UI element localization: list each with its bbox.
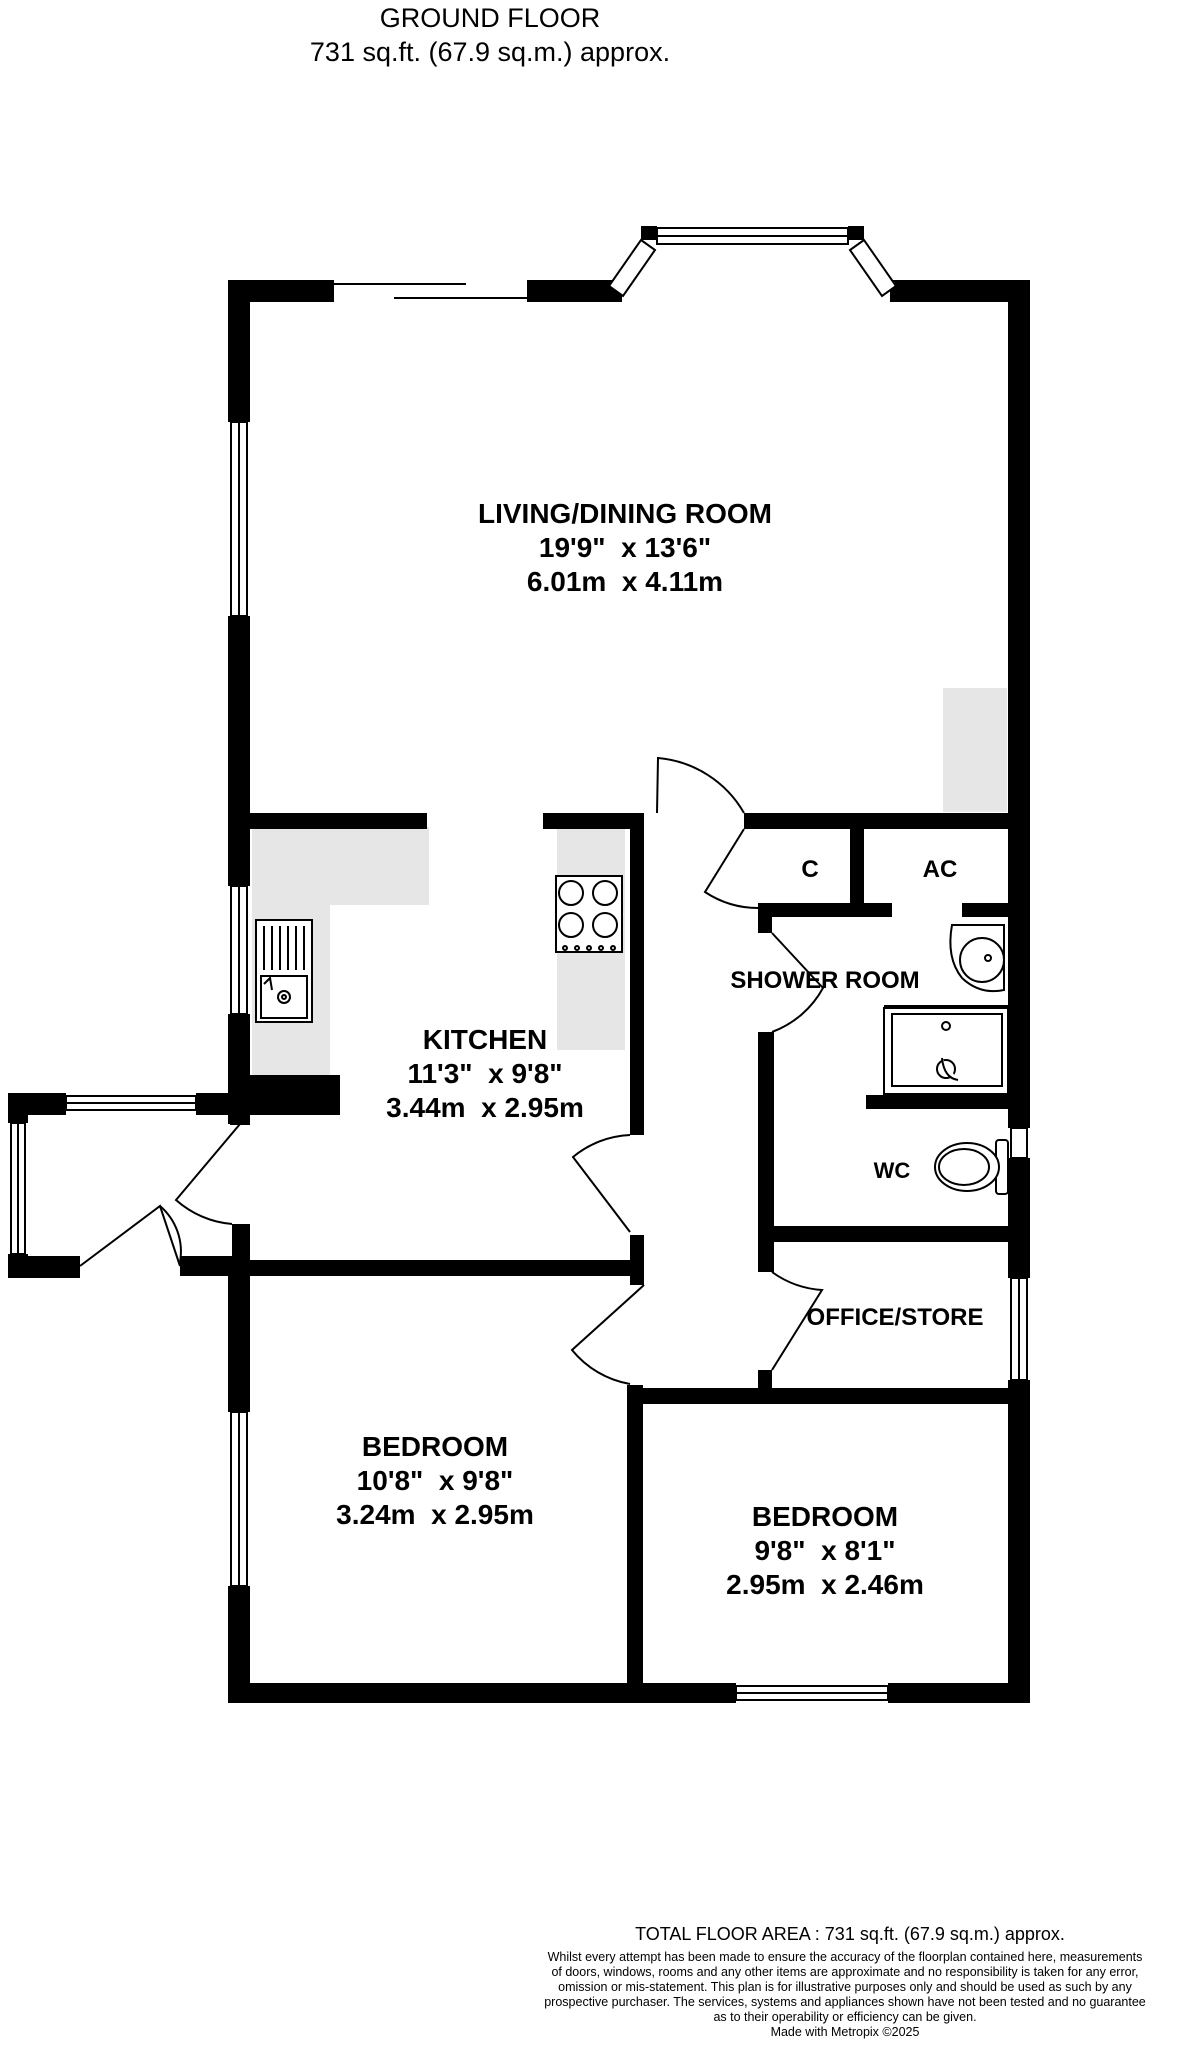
wall xyxy=(630,813,644,1135)
wall xyxy=(744,813,1030,829)
window xyxy=(1010,1127,1028,1159)
disclaimer-line: of doors, windows, rooms and any other i… xyxy=(551,1965,1139,1979)
wall xyxy=(228,1586,250,1703)
wall xyxy=(228,1256,250,1412)
wall xyxy=(250,1260,644,1276)
worktop-left-top xyxy=(252,827,429,905)
room-name: BEDROOM xyxy=(361,1431,509,1462)
floor-name: GROUND FLOOR xyxy=(379,3,601,33)
bay-corner xyxy=(641,226,657,240)
wall xyxy=(1008,1380,1030,1702)
room-name: KITCHEN xyxy=(422,1024,548,1055)
wall xyxy=(180,1256,232,1276)
wash-basin xyxy=(949,924,1005,993)
room-name: LIVING/DINING ROOM xyxy=(478,498,772,529)
floor-area: 731 sq.ft. (67.9 sq.m.) approx. xyxy=(309,37,671,67)
wall xyxy=(758,903,772,933)
wall xyxy=(250,1075,340,1115)
room-label-wc: WC xyxy=(873,1158,911,1183)
wall xyxy=(543,813,644,829)
room-imperial: 11'3" x 9'8" xyxy=(407,1058,563,1089)
wall xyxy=(890,280,1030,302)
bay-window-right xyxy=(848,238,898,298)
wall xyxy=(228,280,334,302)
wall xyxy=(758,1032,774,1272)
room-metric: 6.01m x 4.11m xyxy=(526,566,724,597)
room-label-office-store: OFFICE/STORE xyxy=(806,1304,984,1331)
wall xyxy=(1008,280,1030,1128)
wall xyxy=(8,1093,28,1123)
wall xyxy=(230,1095,250,1125)
room-label-bedroom-1: BEDROOM 10'8" x 9'8" 3.24m x 2.95m xyxy=(280,1430,590,1532)
door-swing xyxy=(79,1204,181,1267)
wall xyxy=(758,903,892,917)
room-label-shower-room: SHOWER ROOM xyxy=(730,967,920,994)
wall xyxy=(8,1256,80,1278)
wall xyxy=(850,813,864,905)
wall xyxy=(962,903,1010,917)
total-floor-area: TOTAL FLOOR AREA : 731 sq.ft. (67.9 sq.m… xyxy=(635,1924,1065,1944)
room-imperial: 9'8" x 8'1" xyxy=(754,1535,896,1566)
toilet xyxy=(934,1139,1009,1195)
wall xyxy=(250,813,427,829)
disclaimer: Whilst every attempt has been made to en… xyxy=(490,1950,1199,2040)
credit: Made with Metropix ©2025 xyxy=(770,2025,920,2039)
room-imperial: 19'9" x 13'6" xyxy=(538,532,712,563)
door-swing xyxy=(570,1284,645,1385)
chimney-breast xyxy=(943,688,1007,812)
door-swing xyxy=(703,828,759,909)
door-swing xyxy=(656,756,745,814)
door-swing xyxy=(174,1123,241,1225)
wall xyxy=(627,1385,643,1703)
wall xyxy=(228,1683,736,1703)
door-swing xyxy=(771,1271,824,1371)
room-metric: 3.24m x 2.95m xyxy=(336,1499,534,1530)
doors xyxy=(79,756,825,1385)
door-swing xyxy=(771,932,825,1033)
wall xyxy=(772,1226,1010,1242)
room-metric: 3.44m x 2.95m xyxy=(386,1092,584,1123)
room-imperial: 10'8" x 9'8" xyxy=(356,1465,514,1496)
wall xyxy=(196,1093,232,1115)
kitchen-sink xyxy=(255,919,313,1023)
room-label-airing-cupboard: AC xyxy=(922,856,958,883)
wall xyxy=(643,1388,1008,1404)
room-name: BEDROOM xyxy=(751,1501,899,1532)
hob xyxy=(555,875,623,953)
disclaimer-line: prospective purchaser. The services, sys… xyxy=(544,1995,1146,2009)
room-metric: 2.95m x 2.46m xyxy=(726,1569,924,1600)
disclaimer-line: omission or mis-statement. This plan is … xyxy=(558,1980,1132,1994)
room-label-cupboard: C xyxy=(801,856,819,883)
wall xyxy=(527,280,622,302)
disclaimer-line: Whilst every attempt has been made to en… xyxy=(547,1950,1143,1964)
shower-tray xyxy=(883,1005,1009,1095)
disclaimer-line: as to their operability or efficiency ca… xyxy=(713,2010,977,2024)
wall xyxy=(228,280,250,422)
bay-window-left xyxy=(607,238,657,298)
wall xyxy=(1008,1158,1030,1278)
room-label-bedroom-2: BEDROOM 9'8" x 8'1" 2.95m x 2.46m xyxy=(680,1500,970,1602)
walls xyxy=(8,226,1030,1703)
door-swing xyxy=(571,1134,631,1233)
wall xyxy=(228,616,250,886)
windows xyxy=(10,227,1028,1701)
room-label-living: LIVING/DINING ROOM 19'9" x 13'6" 6.01m x… xyxy=(380,497,870,599)
wall xyxy=(888,1683,1030,1703)
bay-corner xyxy=(848,226,864,240)
room-label-kitchen: KITCHEN 11'3" x 9'8" 3.44m x 2.95m xyxy=(340,1023,630,1125)
wall xyxy=(866,1095,1008,1109)
